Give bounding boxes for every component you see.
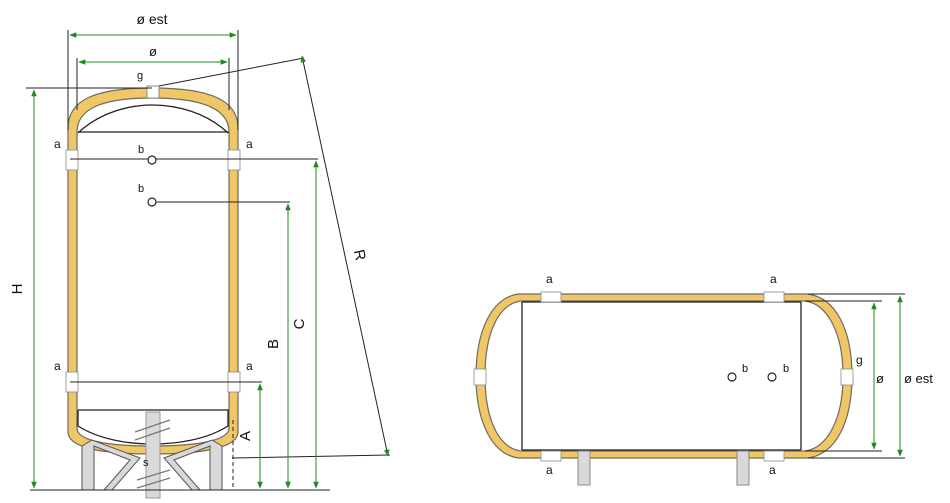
label-tilt-height: R — [350, 248, 369, 262]
connection-b-upper — [147, 155, 157, 165]
h-label-b-left: b — [742, 363, 748, 375]
h-connection-b-right — [767, 372, 777, 382]
h-connection-g-left — [473, 368, 487, 386]
h-support-foot-right — [736, 450, 750, 486]
label-a-upper-left: a — [54, 137, 61, 151]
label-height-c: C — [291, 318, 308, 329]
label-a-lower-right: a — [246, 359, 253, 373]
label-support-s: s — [143, 457, 149, 469]
connection-a-upper-right — [227, 149, 241, 171]
h-label-a-top-right: a — [770, 272, 777, 286]
label-height-b: B — [265, 339, 282, 349]
h-label-a-bottom-right: a — [769, 463, 776, 477]
h-label-b-right: b — [783, 363, 789, 375]
connection-a-upper-left — [65, 149, 79, 171]
label-b-upper: b — [138, 144, 144, 156]
central-support-pipe — [134, 411, 171, 499]
h-label-inner-diameter: ø — [876, 371, 884, 386]
dim-tilt-height — [300, 55, 390, 457]
label-a-upper-right: a — [246, 137, 253, 151]
h-connection-a-top-left — [540, 291, 562, 303]
h-label-outer-diameter: ø est — [904, 371, 933, 386]
label-height-total: H — [9, 284, 26, 295]
h-label-g: g — [856, 353, 863, 367]
h-label-a-top-left: a — [546, 272, 553, 286]
horizontal-tank-vessel — [521, 301, 802, 451]
label-inner-diameter: ø — [149, 44, 157, 59]
connection-b-lower — [147, 197, 157, 207]
h-connection-b-left — [727, 372, 737, 382]
h-connection-a-bottom-left — [540, 450, 562, 462]
vertical-tank-insulation — [67, 87, 239, 455]
label-outer-diameter: ø est — [136, 11, 167, 27]
label-height-a: A — [237, 431, 254, 441]
label-top-connection-g: g — [137, 70, 143, 82]
label-a-lower-left: a — [54, 359, 61, 373]
h-connection-a-bottom-right — [763, 450, 785, 462]
h-support-foot-left — [577, 450, 591, 486]
vertical-tank: ø est ø g a a a a b b s H A B C R — [9, 11, 391, 499]
horizontal-tank-insulation — [475, 293, 853, 459]
h-label-a-bottom-left: a — [546, 463, 553, 477]
connection-g-top — [146, 85, 160, 99]
horizontal-tank: a a a a b b g ø ø est — [473, 272, 933, 486]
vertical-tank-top-dish — [77, 104, 229, 134]
h-connection-a-top-right — [763, 291, 785, 303]
h-connection-g-right — [840, 368, 854, 386]
label-b-lower: b — [138, 183, 144, 195]
